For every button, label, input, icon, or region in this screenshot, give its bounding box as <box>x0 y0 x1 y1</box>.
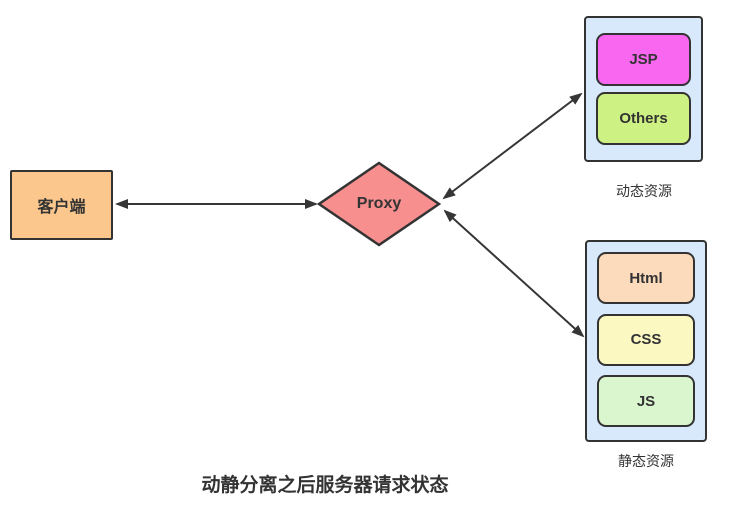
proxy-node: Proxy <box>315 159 443 249</box>
arrow-proxy-static <box>443 209 585 338</box>
resource-item-label: Others <box>619 110 668 127</box>
client-label: 客户端 <box>37 199 86 216</box>
resource-item-label: CSS <box>630 331 662 348</box>
resource-item-html: Html <box>597 252 695 304</box>
static-resources-group: Html CSS JS <box>585 240 707 442</box>
dynamic-resources-label: 动态资源 <box>616 183 672 199</box>
resource-item-others: Others <box>596 92 691 145</box>
resource-item-jsp: JSP <box>596 33 691 86</box>
client-node: 客户端 <box>10 170 113 240</box>
resource-item-label: JSP <box>629 51 658 68</box>
proxy-diamond-shape <box>316 161 442 247</box>
diagram-title: 动静分离之后服务器请求状态 <box>201 475 449 496</box>
proxy-diamond-icon <box>316 161 442 247</box>
dynamic-resources-group: JSP Others <box>584 16 703 162</box>
resource-item-js: JS <box>597 375 695 427</box>
arrow-proxy-dynamic <box>442 92 583 200</box>
proxy-label: Proxy <box>356 195 402 212</box>
resource-item-css: CSS <box>597 313 695 366</box>
resource-item-label: JS <box>636 392 656 410</box>
resource-item-label: Html <box>629 269 663 287</box>
static-resources-label: 静态资源 <box>618 453 674 469</box>
